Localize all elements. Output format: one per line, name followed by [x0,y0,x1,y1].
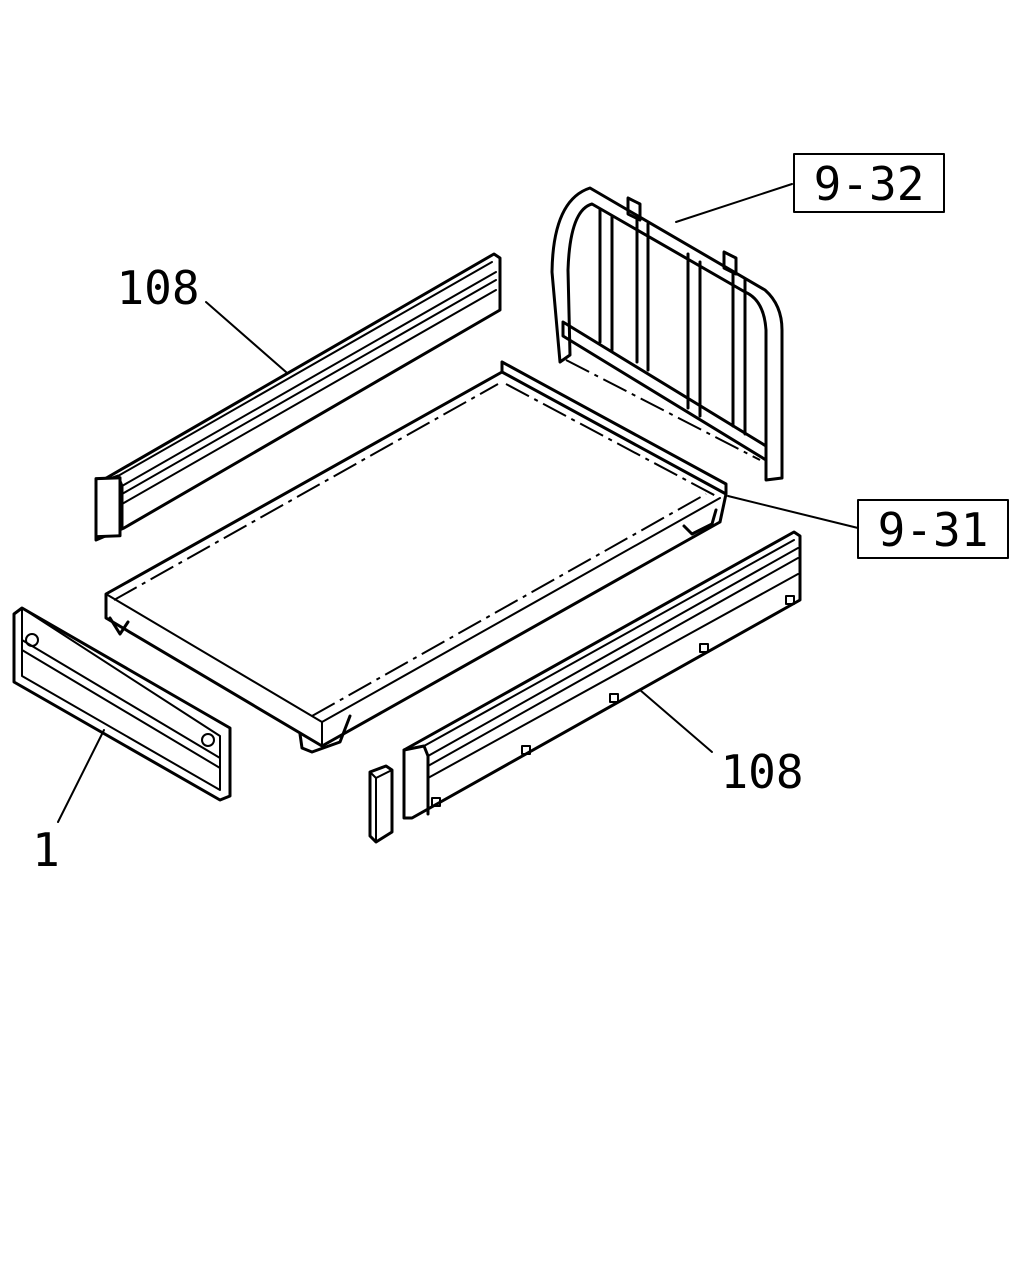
callout-label-9-32: 9-32 [814,157,925,211]
callout-box-9-32: 9-32 [793,153,945,213]
left-side-rail [94,252,502,542]
cargo-platform [104,360,728,754]
callout-box-9-31: 9-31 [857,499,1009,559]
headboard-frame [550,186,784,482]
leader-lines [57,183,859,823]
callout-label-108-lower: 108 [720,745,803,799]
callout-label-1: 1 [32,823,60,877]
callout-label-108-upper: 108 [116,261,199,315]
tailgate-panel [12,606,232,802]
end-block [368,764,394,844]
callout-label-9-31: 9-31 [878,503,989,557]
right-side-rail [402,530,802,820]
